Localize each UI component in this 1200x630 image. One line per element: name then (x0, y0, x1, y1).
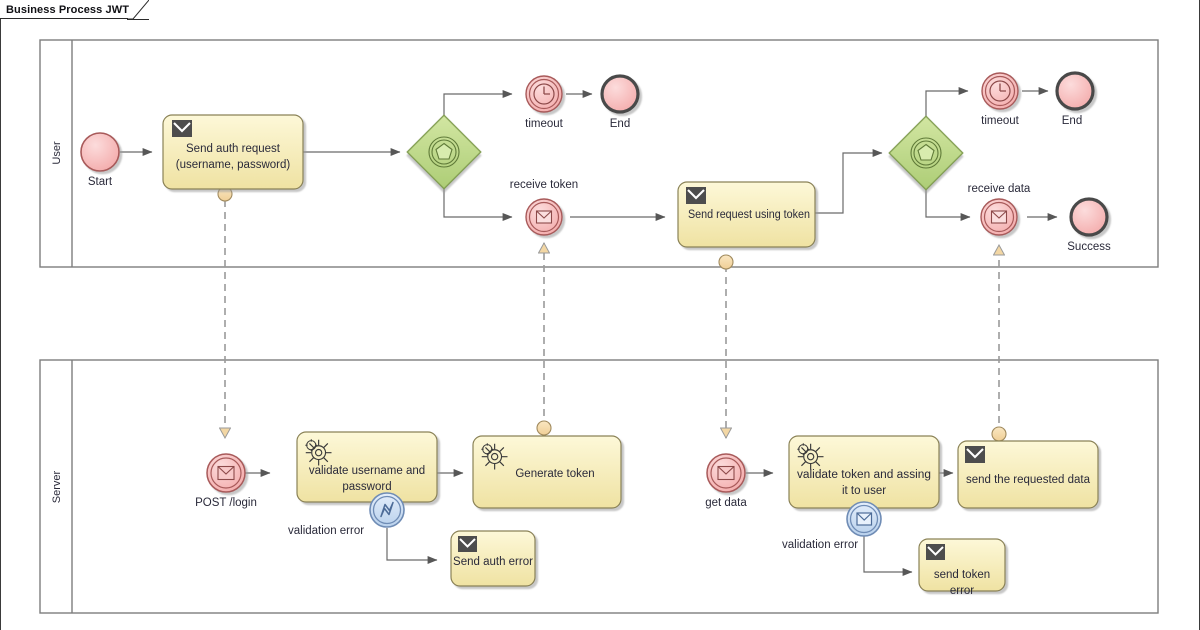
node-event-based-gateway-2[interactable] (888, 115, 964, 191)
label-start-event: Start (88, 176, 113, 188)
label-send-token-error-line1: send token (934, 569, 990, 581)
label-validation-error-2: validation error (782, 539, 858, 551)
timer-icon (989, 80, 1011, 102)
message-icon (535, 210, 553, 224)
timer-icon (533, 83, 555, 105)
message-icon (717, 465, 735, 481)
label-send-auth-line1: Send auth request (186, 143, 281, 155)
send-icon (172, 120, 192, 137)
message-source-marker (536, 420, 552, 436)
label-send-auth-error: Send auth error (453, 556, 533, 568)
label-post-login: POST /login (195, 497, 257, 509)
message-flows (225, 200, 999, 438)
node-timer-intermediate-event-1[interactable]: timeout (525, 75, 564, 130)
label-get-data: get data (705, 497, 747, 509)
label-receive-token: receive token (510, 179, 578, 191)
node-start-event[interactable]: Start (80, 132, 120, 188)
label-send-requested-data: send the requested data (966, 474, 1091, 486)
pool-user: User (39, 39, 1159, 268)
label-generate-token: Generate token (515, 468, 594, 480)
label-end-event-1: End (610, 118, 630, 130)
gear-icon (305, 439, 332, 466)
diagram-title: Business Process JWT (6, 4, 130, 16)
diagram-title-tab: Business Process JWT (0, 0, 132, 19)
frame-border-left (0, 0, 1, 630)
node-send-token-error-task[interactable]: send token error (918, 538, 1006, 597)
message-icon (217, 465, 235, 481)
node-send-request-using-token-task[interactable]: Send request using token (677, 181, 816, 248)
label-send-request-using-token: Send request using token (688, 209, 810, 221)
title-tab-underline (0, 18, 128, 19)
flow-error1-to-sendautherror (386, 528, 438, 564)
node-get-data-event[interactable]: get data (705, 453, 747, 509)
node-send-requested-data-task[interactable]: send the requested data (957, 440, 1099, 509)
label-end-event-2: End (1062, 115, 1082, 127)
label-timeout-1: timeout (525, 118, 564, 130)
sequence-flows-server (245, 469, 954, 576)
node-event-based-gateway-1[interactable] (406, 114, 482, 190)
flow-error2-to-sendtokenerror (863, 534, 913, 576)
pool-server: Server (39, 359, 1159, 614)
flow-sendreq-to-gw2 (815, 149, 883, 214)
message-flow-source-markers (217, 186, 1007, 442)
label-validation-error-1: validation error (288, 525, 364, 537)
label-success: Success (1067, 241, 1111, 253)
node-send-auth-error-task[interactable]: Send auth error (450, 530, 536, 587)
message-icon (990, 210, 1008, 224)
send-icon (458, 536, 477, 552)
message-source-marker (991, 426, 1007, 442)
label-send-token-error-line2: error (950, 585, 974, 597)
node-post-login-event[interactable]: POST /login (195, 453, 257, 509)
node-end-event-2[interactable]: End (1055, 71, 1095, 127)
send-icon (686, 187, 706, 204)
node-receive-token-event[interactable]: receive token (510, 179, 578, 236)
label-validate-token-line1: validate token and assing (797, 469, 931, 481)
title-tab-edge (127, 0, 149, 20)
node-timer-intermediate-event-2[interactable]: timeout (981, 72, 1020, 127)
pool-label-user: User (51, 141, 63, 165)
node-boundary-message-event-2[interactable]: validation error (782, 501, 882, 551)
send-icon (965, 446, 985, 463)
label-send-auth-line2: (username, password) (176, 159, 291, 171)
label-receive-data: receive data (968, 183, 1031, 195)
gear-icon (797, 443, 824, 470)
node-validate-credentials-task[interactable]: validate username and password (296, 431, 438, 503)
message-source-marker (718, 254, 734, 270)
node-validate-token-task[interactable]: validate token and assing it to user (788, 435, 940, 509)
gear-icon (481, 443, 508, 470)
node-send-auth-request-task[interactable]: Send auth request (username, password) (162, 114, 304, 190)
label-validate-credentials-line1: validate username and (309, 465, 425, 477)
node-receive-data-event[interactable]: receive data (968, 183, 1031, 236)
error-icon (380, 501, 394, 518)
node-boundary-error-event-1[interactable]: validation error (288, 492, 405, 537)
label-validate-token-line2: it to user (842, 485, 886, 497)
node-end-event-1[interactable]: End (600, 74, 640, 130)
node-success-end-event[interactable]: Success (1067, 197, 1111, 253)
message-icon (856, 512, 873, 526)
label-timeout-2: timeout (981, 115, 1020, 127)
send-icon (926, 544, 945, 560)
node-generate-token-task[interactable]: Generate token (472, 435, 622, 509)
pool-label-server: Server (51, 470, 63, 503)
label-validate-credentials-line2: password (342, 481, 391, 493)
